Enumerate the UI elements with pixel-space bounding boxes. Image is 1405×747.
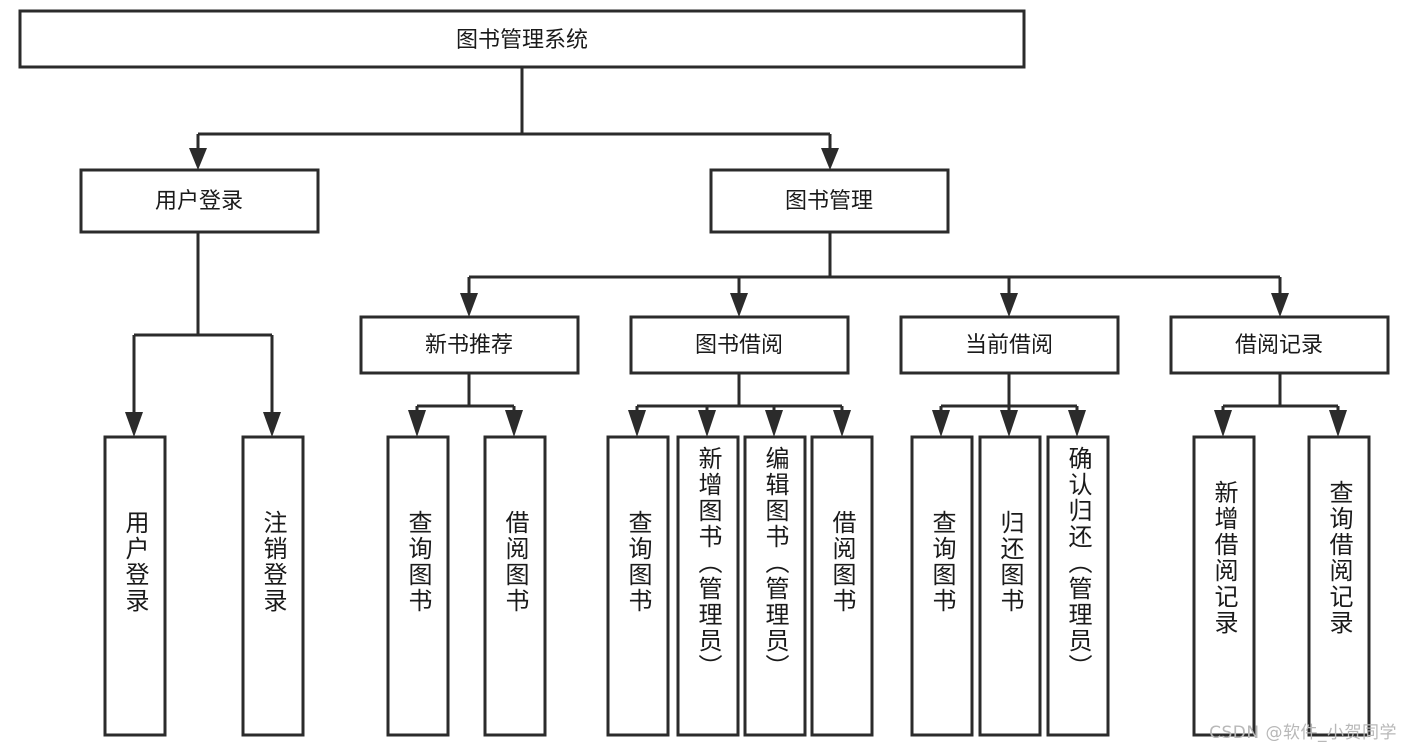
arrow-head-icon	[460, 293, 478, 317]
node-user-login-label: 用户登录	[155, 189, 243, 214]
connector-currentborrow-to-leaves	[932, 373, 1086, 437]
node-book-borrow-label: 图书借阅	[695, 333, 783, 358]
arrow-head-icon	[833, 410, 851, 437]
node-current-borrow-label: 当前借阅	[965, 333, 1053, 358]
arrow-head-icon	[505, 410, 523, 437]
connector-borrowrecord-to-leaves	[1214, 373, 1347, 437]
arrow-head-icon	[821, 148, 839, 170]
leaf-query-record-box[interactable]	[1307, 435, 1371, 737]
leaf-query-book-3-box[interactable]	[910, 435, 974, 737]
leaf-return-book-box[interactable]	[978, 435, 1042, 737]
node-book-borrow[interactable]: 图书借阅	[629, 315, 850, 375]
connector-userlogin-to-leaves	[125, 232, 281, 437]
arrow-head-icon	[730, 293, 748, 317]
node-new-book-recommend[interactable]: 新书推荐	[359, 315, 580, 375]
arrow-head-icon	[1000, 293, 1018, 317]
arrow-head-icon	[1000, 410, 1018, 437]
leaf-logout-login-box[interactable]	[241, 435, 305, 737]
node-new-book-recommend-label: 新书推荐	[425, 333, 513, 358]
connector-bookmanage-to-level3	[460, 232, 1289, 317]
leaf-edit-book-box[interactable]	[743, 435, 807, 737]
arrow-head-icon	[1271, 293, 1289, 317]
leaf-user-login-box[interactable]	[103, 435, 167, 737]
arrow-head-icon	[125, 412, 143, 437]
leaf-boxes	[103, 435, 1371, 737]
node-root-box[interactable]	[18, 9, 1026, 69]
node-current-borrow[interactable]: 当前借阅	[899, 315, 1120, 375]
node-root-label: 图书管理系统	[456, 28, 588, 53]
arrow-head-icon	[932, 410, 950, 437]
arrow-head-icon	[1068, 410, 1086, 437]
arrow-head-icon	[1214, 410, 1232, 437]
arrow-head-icon	[698, 410, 716, 437]
arrow-head-icon	[408, 410, 426, 437]
node-borrow-record-box[interactable]	[1169, 315, 1390, 375]
node-book-borrow-box[interactable]	[629, 315, 850, 375]
arrow-head-icon	[263, 412, 281, 437]
leaf-query-book-1-box[interactable]	[386, 435, 450, 737]
leaf-add-book-box[interactable]	[676, 435, 740, 737]
node-borrow-record-label: 借阅记录	[1235, 333, 1323, 358]
arrow-head-icon	[1329, 410, 1347, 437]
connector-root-to-level2	[189, 67, 839, 170]
leaf-add-record-box[interactable]	[1192, 435, 1256, 737]
watermark-text: CSDN @软件_小贺同学	[1209, 723, 1397, 743]
arrow-head-icon	[765, 410, 783, 437]
node-user-login[interactable]: 用户登录	[79, 168, 320, 234]
node-new-book-recommend-box[interactable]	[359, 315, 580, 375]
node-book-manage-box[interactable]	[709, 168, 950, 234]
connector-bookborrow-to-leaves	[628, 373, 851, 437]
connector-newbook-to-leaves	[408, 373, 523, 437]
leaf-borrow-book-1-box[interactable]	[483, 435, 547, 737]
node-user-login-box[interactable]	[79, 168, 320, 234]
arrow-head-icon	[628, 410, 646, 437]
node-book-manage[interactable]: 图书管理	[709, 168, 950, 234]
node-root[interactable]: 图书管理系统	[18, 9, 1026, 69]
arrow-head-icon	[189, 148, 207, 170]
node-current-borrow-box[interactable]	[899, 315, 1120, 375]
leaf-query-book-2-box[interactable]	[606, 435, 670, 737]
node-borrow-record[interactable]: 借阅记录	[1169, 315, 1390, 375]
leaf-borrow-book-2-box[interactable]	[810, 435, 874, 737]
node-book-manage-label: 图书管理	[785, 189, 873, 214]
leaf-confirm-return-box[interactable]	[1046, 435, 1110, 737]
